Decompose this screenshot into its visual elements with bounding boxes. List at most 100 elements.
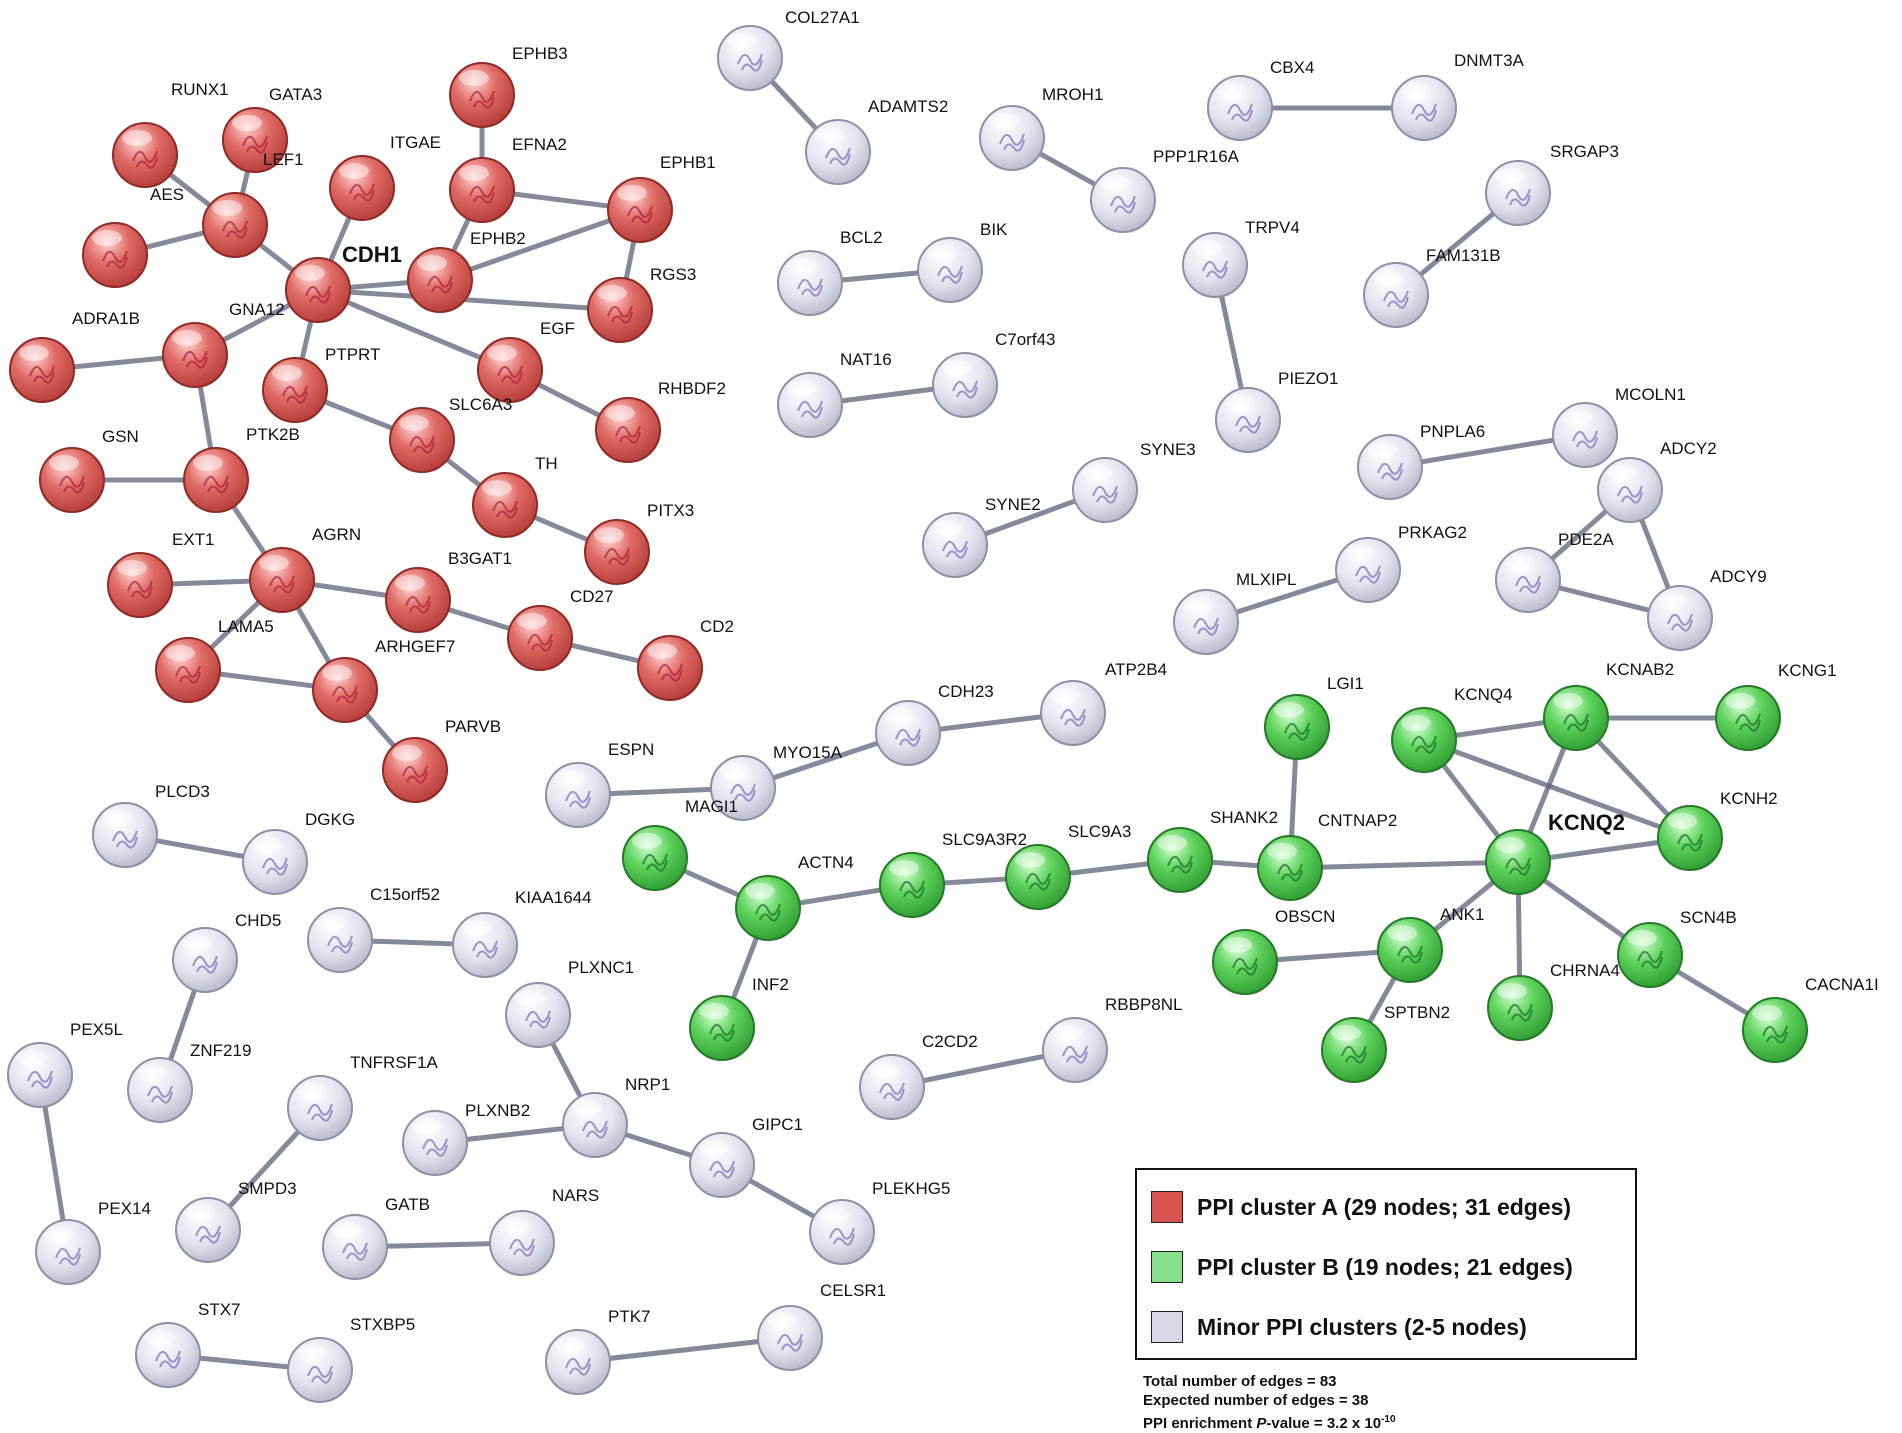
node-ptprt[interactable]: PTPRT [262,345,380,423]
node-scn4b[interactable]: SCN4B [1617,908,1737,988]
node-gna12[interactable]: GNA12 [162,300,285,388]
node-celsr1[interactable]: CELSR1 [757,1281,886,1371]
node-stx7[interactable]: STX7 [135,1300,241,1388]
node-kiaa1644[interactable]: KIAA1644 [452,888,592,978]
node-kcnq2[interactable]: KCNQ2 [1485,810,1625,895]
node-rhbdf2[interactable]: RHBDF2 [595,379,726,463]
node-piezo1[interactable]: PIEZO1 [1215,369,1338,453]
protein-structure-icon [1677,833,1703,852]
node-lama5[interactable]: LAMA5 [155,617,274,703]
node-chd5[interactable]: CHD5 [172,911,281,993]
node-c15orf52[interactable]: C15orf52 [307,885,440,973]
node-ephb2[interactable]: EPHB2 [407,229,526,313]
node-aes[interactable]: AES [82,185,184,288]
node-kcnab2[interactable]: KCNAB2 [1543,660,1674,751]
node-adra1b[interactable]: ADRA1B [9,309,140,403]
node-adcy9[interactable]: ADCY9 [1647,567,1767,651]
node-col27a1[interactable]: COL27A1 [717,8,860,91]
node-kcng1[interactable]: KCNG1 [1715,661,1837,751]
node-plxnc1[interactable]: PLXNC1 [505,958,634,1048]
node-gata3[interactable]: GATA3 [222,85,322,173]
node-prkag2[interactable]: PRKAG2 [1335,523,1467,603]
node-ptk2b[interactable]: PTK2B [183,425,300,513]
node-ptk7[interactable]: PTK7 [545,1307,651,1395]
node-rbbp8nl[interactable]: RBBP8NL [1042,995,1182,1083]
node-bcl2[interactable]: BCL2 [777,228,883,316]
node-ppp1r16a[interactable]: PPP1R16A [1090,147,1240,233]
node-cd27[interactable]: CD27 [507,587,613,671]
node-trpv4[interactable]: TRPV4 [1182,218,1300,298]
node-plxnb2[interactable]: PLXNB2 [402,1101,530,1176]
node-itgae[interactable]: ITGAE [329,133,441,221]
node-smpd3[interactable]: SMPD3 [175,1179,297,1263]
node-inf2[interactable]: INF2 [689,975,789,1061]
node-chrna4[interactable]: CHRNA4 [1487,961,1620,1041]
node-b3gat1[interactable]: B3GAT1 [385,549,512,633]
node-egf[interactable]: EGF [477,319,575,403]
node-parvb[interactable]: PARVB [382,717,501,803]
node-pde2a[interactable]: PDE2A [1495,530,1614,613]
node-sptbn2[interactable]: SPTBN2 [1321,1003,1450,1083]
node-adamts2[interactable]: ADAMTS2 [805,97,948,185]
node-magi1[interactable]: MAGI1 [622,797,738,891]
node-pex5l[interactable]: PEX5L [7,1020,123,1108]
node-ephb3[interactable]: EPHB3 [449,44,568,128]
node-rgs3[interactable]: RGS3 [587,265,696,343]
node-th[interactable]: TH [472,454,558,538]
node-atp2b4[interactable]: ATP2B4 [1040,660,1167,746]
node-cdh23[interactable]: CDH23 [875,682,994,766]
node-ephb1[interactable]: EPHB1 [607,153,716,243]
node-dgkg[interactable]: DGKG [242,810,355,895]
node-syne2[interactable]: SYNE2 [922,495,1041,578]
node-adcy2[interactable]: ADCY2 [1597,439,1717,523]
node-espn[interactable]: ESPN [545,740,654,828]
node-stxbp5[interactable]: STXBP5 [287,1315,415,1403]
node-slc9a3r2[interactable]: SLC9A3R2 [879,830,1027,918]
node-label: ARHGEF7 [375,637,455,656]
node-syne3[interactable]: SYNE3 [1072,440,1196,523]
node-lgi1[interactable]: LGI1 [1264,674,1364,760]
node-slc9a3[interactable]: SLC9A3 [1005,822,1131,910]
node-c2cd2[interactable]: C2CD2 [859,1032,978,1120]
node-lef1[interactable]: LEF1 [202,150,304,258]
node-mlxipl[interactable]: MLXIPL [1173,570,1296,655]
node-nrp1[interactable]: NRP1 [562,1075,670,1158]
node-gatb[interactable]: GATB [322,1195,430,1280]
node-dnmt3a[interactable]: DNMT3A [1391,51,1525,141]
node-cntnap2[interactable]: CNTNAP2 [1257,811,1397,901]
node-mroh1[interactable]: MROH1 [979,85,1103,171]
node-srgap3[interactable]: SRGAP3 [1485,142,1619,226]
node-kcnh2[interactable]: KCNH2 [1657,789,1778,871]
node-obscn[interactable]: OBSCN [1212,907,1335,995]
node-plcd3[interactable]: PLCD3 [92,782,210,868]
node-cd2[interactable]: CD2 [637,617,734,701]
node-cbx4[interactable]: CBX4 [1207,58,1314,141]
node-plekhg5[interactable]: PLEKHG5 [809,1179,950,1265]
node-pitx3[interactable]: PITX3 [584,501,694,585]
node-tnfrsf1a[interactable]: TNFRSF1A [287,1053,439,1141]
node-shank2[interactable]: SHANK2 [1147,808,1278,893]
node-agrn[interactable]: AGRN [249,525,361,613]
node-slc6a3[interactable]: SLC6A3 [389,395,512,473]
node-bik[interactable]: BIK [917,220,1008,303]
node-ext1[interactable]: EXT1 [107,530,215,618]
node-pex14[interactable]: PEX14 [35,1199,151,1285]
node-pnpla6[interactable]: PNPLA6 [1357,422,1485,500]
node-arhgef7[interactable]: ARHGEF7 [312,637,455,723]
node-c7orf43[interactable]: C7orf43 [932,330,1055,418]
node-myo15a[interactable]: MYO15A [710,743,843,821]
node-ank1[interactable]: ANK1 [1377,905,1484,983]
node-nars[interactable]: NARS [489,1186,599,1276]
node-mcoln1[interactable]: MCOLN1 [1552,385,1686,468]
node-cdh1[interactable]: CDH1 [285,242,402,323]
node-gsn[interactable]: GSN [39,427,139,513]
node-znf219[interactable]: ZNF219 [127,1041,251,1123]
node-gipc1[interactable]: GIPC1 [689,1115,803,1198]
node-runx1[interactable]: RUNX1 [112,80,229,188]
node-nat16[interactable]: NAT16 [777,350,892,438]
node-fam131b[interactable]: FAM131B [1363,246,1501,328]
node-efna2[interactable]: EFNA2 [449,135,567,223]
node-cacna1i[interactable]: CACNA1I [1742,975,1879,1063]
node-kcnq4[interactable]: KCNQ4 [1391,685,1513,773]
node-actn4[interactable]: ACTN4 [735,853,854,941]
